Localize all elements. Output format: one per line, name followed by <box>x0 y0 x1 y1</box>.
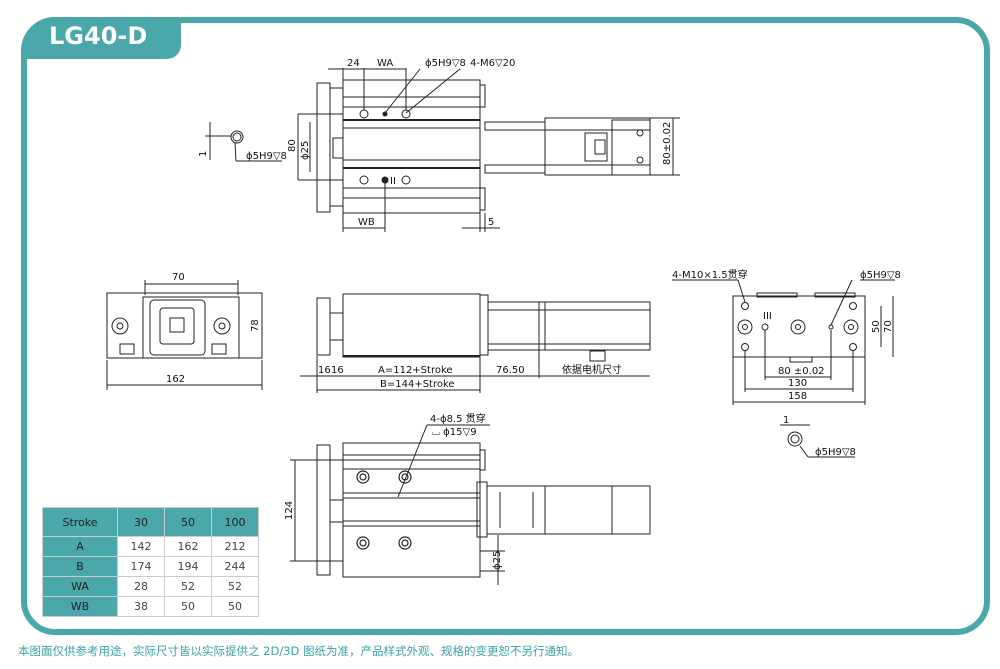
bottom-view: 4-ϕ8.5 贯穿 ⌴ ϕ15▽9 124 ϕ25 <box>284 412 651 585</box>
cell: 212 <box>211 536 259 557</box>
motor-note: 依据电机尺寸 <box>562 363 622 376</box>
dim-130: 130 <box>788 378 807 389</box>
front-view: 70 78 162 <box>106 272 263 390</box>
dim-80-tol: 80 ±0.02 <box>778 366 825 377</box>
dim-wa: WA <box>377 58 393 69</box>
cell: 28 <box>117 576 165 597</box>
dim-124: 124 <box>284 501 295 520</box>
cell: 38 <box>117 596 165 617</box>
top-view: 24 WA ϕ5H9▽8 4-M6▽20 80 ϕ25 WB 5 80±0.02… <box>198 58 680 232</box>
stroke-table: Stroke 30 50 100 A 142 162 212 B 174 194… <box>42 507 259 617</box>
header-100: 100 <box>211 507 259 537</box>
cell: 50 <box>211 596 259 617</box>
dim-16a: 16 <box>318 365 331 376</box>
row-label: B <box>42 556 118 577</box>
table-row: WA 28 52 52 <box>42 576 259 597</box>
dim-a: A=112+Stroke <box>378 365 453 376</box>
cell: 142 <box>117 536 165 557</box>
mark-iii: III <box>763 311 772 322</box>
header-30: 30 <box>117 507 165 537</box>
table-row: A 142 162 212 <box>42 536 259 557</box>
dim-b: B=144+Stroke <box>380 379 455 390</box>
cell: 174 <box>117 556 165 577</box>
pin-dim-1: 1 <box>783 415 789 426</box>
table-row: B 174 194 244 <box>42 556 259 577</box>
thread-note: 4-M6▽20 <box>470 58 515 69</box>
hole-note: ϕ5H9▽8 <box>860 270 901 281</box>
drawing-frame <box>21 17 990 635</box>
model-title: LG40-D <box>49 22 148 50</box>
dim-162: 162 <box>166 374 185 385</box>
header-50: 50 <box>164 507 212 537</box>
dim-16b: 16 <box>331 365 344 376</box>
row-label: WB <box>42 596 118 617</box>
thread-note: 4-M10×1.5贯穿 <box>672 268 748 281</box>
row-label: A <box>42 536 118 557</box>
mark-ii: II <box>390 176 396 187</box>
dim-24: 24 <box>347 58 360 69</box>
end-view: 4-M10×1.5贯穿 ϕ5H9▽8 III 50 70 80 ±0.02 13… <box>672 268 901 458</box>
dim-50: 50 <box>871 320 882 333</box>
row-label: WA <box>42 576 118 597</box>
hole-note: ϕ5H9▽8 <box>425 58 466 69</box>
dim-phi25: ϕ25 <box>492 551 503 570</box>
dim-70: 70 <box>172 272 185 283</box>
pin-note: ϕ5H9▽8 <box>815 447 856 458</box>
dim-wb: WB <box>358 217 375 228</box>
hole-note: 4-ϕ8.5 贯穿 <box>430 412 486 425</box>
pin-dim-1: 1 <box>198 151 209 157</box>
cell: 244 <box>211 556 259 577</box>
side-view: 16 16 A=112+Stroke B=144+Stroke 76.50 依据… <box>300 293 651 393</box>
table-row: WB 38 50 50 <box>42 596 259 617</box>
pin-note: ϕ5H9▽8 <box>246 151 287 162</box>
dim-80: 80 <box>287 139 298 152</box>
header-stroke: Stroke <box>42 507 118 537</box>
disclaimer-footer: 本图面仅供参考用途，实际尺寸皆以实际提供之 2D/3D 图纸为准，产品样式外观、… <box>18 644 580 658</box>
cell: 162 <box>164 536 212 557</box>
dim-70: 70 <box>883 320 894 333</box>
cell: 194 <box>164 556 212 577</box>
dim-76-50: 76.50 <box>496 365 525 376</box>
dim-78: 78 <box>250 319 261 332</box>
dim-158: 158 <box>788 391 807 402</box>
cbore-note: ⌴ ϕ15▽9 <box>432 427 477 438</box>
dim-80-tol: 80±0.02 <box>662 122 673 165</box>
cell: 50 <box>164 596 212 617</box>
cell: 52 <box>164 576 212 597</box>
dim-5: 5 <box>488 217 494 228</box>
title-tab: LG40-D <box>21 17 181 59</box>
dim-phi25: ϕ25 <box>300 141 311 160</box>
cell: 52 <box>211 576 259 597</box>
